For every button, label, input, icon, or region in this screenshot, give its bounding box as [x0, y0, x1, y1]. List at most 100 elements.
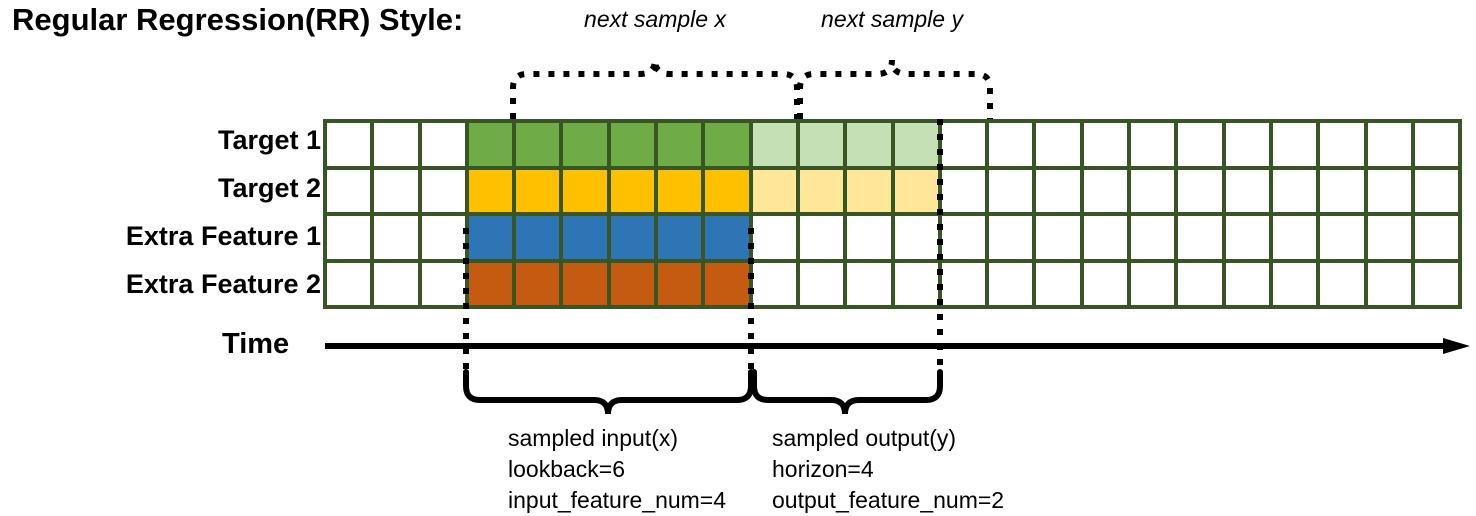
row-label-target-1: Target 1	[217, 125, 321, 155]
grid-cell-r1-c1	[374, 169, 418, 212]
sampled-output-featnum: output_feature_num=2	[772, 486, 1005, 513]
timeline-grid	[323, 119, 1462, 309]
sampled-output-annotation: sampled output(y) horizon=4 output_featu…	[772, 423, 1004, 515]
grid-cell-r0-c21	[1320, 123, 1364, 166]
grid-cell-r3-c23	[1414, 262, 1459, 305]
grid-cell-r0-c7	[658, 123, 702, 166]
grid-cell-r2-c2	[421, 216, 465, 259]
grid-row-extra-feature-2	[327, 262, 1459, 305]
grid-cell-r2-c23	[1414, 216, 1459, 259]
grid-cell-r1-c9	[752, 169, 796, 212]
grid-cell-r2-c16	[1083, 216, 1128, 259]
grid-cell-r1-c8	[705, 169, 749, 212]
grid-cell-r1-c23	[1414, 169, 1459, 212]
grid-cell-r2-c22	[1367, 216, 1411, 259]
grid-cell-r2-c9	[752, 216, 796, 259]
grid-cell-r1-c6	[610, 169, 655, 212]
grid-cell-r3-c5	[563, 262, 607, 305]
grid-cell-r2-c7	[658, 216, 702, 259]
grid-cell-r2-c18	[1178, 216, 1222, 259]
time-axis-arrow	[325, 338, 1470, 354]
grid-cell-r1-c11	[847, 169, 891, 212]
grid-cell-r0-c15	[1036, 123, 1080, 166]
grid-cell-r0-c5	[563, 123, 607, 166]
sampled-input-lookback: lookback=6	[508, 455, 625, 482]
grid-cell-r0-c10	[799, 123, 844, 166]
grid-cell-r1-c13	[941, 169, 986, 212]
grid-cell-r3-c11	[847, 262, 891, 305]
grid-cell-r1-c3	[468, 169, 513, 212]
grid-cell-r3-c6	[610, 262, 655, 305]
grid-cell-r3-c9	[752, 262, 796, 305]
sampled-input-brace	[463, 369, 754, 415]
grid-cell-r3-c2	[421, 262, 465, 305]
grid-cell-r2-c0	[327, 216, 371, 259]
grid-cell-r0-c13	[941, 123, 986, 166]
grid-cell-r1-c18	[1178, 169, 1222, 212]
grid-cell-r0-c9	[752, 123, 796, 166]
page-title: Regular Regression(RR) Style:	[12, 2, 464, 37]
grid-cell-r0-c22	[1367, 123, 1411, 166]
grid-cell-r1-c15	[1036, 169, 1080, 212]
grid-cell-r3-c7	[658, 262, 702, 305]
row-label-extra-feature-1: Extra Feature 1	[125, 221, 321, 251]
grid-cell-r0-c14	[989, 123, 1033, 166]
grid-cell-r0-c2	[421, 123, 465, 166]
grid-cell-r0-c4	[516, 123, 560, 166]
grid-cell-r0-c20	[1272, 123, 1317, 166]
grid-cell-r3-c21	[1320, 262, 1364, 305]
grid-cell-r1-c21	[1320, 169, 1364, 212]
grid-cell-r1-c17	[1131, 169, 1175, 212]
grid-cell-r2-c3	[468, 216, 513, 259]
sampled-input-featnum: input_feature_num=4	[508, 486, 727, 513]
grid-cell-r2-c10	[799, 216, 844, 259]
grid-cell-r3-c4	[516, 262, 560, 305]
time-axis-label: Time	[222, 328, 290, 360]
grid-cell-r0-c6	[610, 123, 655, 166]
next-sample-x-label: next sample x	[584, 6, 726, 32]
grid-cell-r1-c10	[799, 169, 844, 212]
grid-cell-r2-c5	[563, 216, 607, 259]
grid-cell-r1-c19	[1225, 169, 1269, 212]
grid-cell-r2-c15	[1036, 216, 1080, 259]
next-sample-y-brace	[797, 59, 993, 119]
next-sample-y-label: next sample y	[821, 6, 963, 32]
next-sample-x-brace	[510, 59, 800, 119]
grid-cell-r3-c22	[1367, 262, 1411, 305]
grid-cell-r0-c19	[1225, 123, 1269, 166]
grid-cell-r3-c19	[1225, 262, 1269, 305]
grid-cell-r0-c12	[894, 123, 938, 166]
grid-cell-r1-c4	[516, 169, 560, 212]
grid-cell-r2-c19	[1225, 216, 1269, 259]
grid-cell-r3-c1	[374, 262, 418, 305]
sampled-output-title: sampled output(y)	[772, 425, 957, 451]
grid-cell-r2-c8	[705, 216, 749, 259]
grid-cell-r3-c8	[705, 262, 749, 305]
grid-cell-r0-c18	[1178, 123, 1222, 166]
grid-cell-r0-c11	[847, 123, 891, 166]
grid-row-target-2	[327, 169, 1459, 212]
grid-cell-r0-c8	[705, 123, 749, 166]
grid-cell-r0-c16	[1083, 123, 1128, 166]
grid-cell-r1-c7	[658, 169, 702, 212]
grid-row-extra-feature-1	[327, 216, 1459, 259]
grid-cell-r3-c14	[989, 262, 1033, 305]
grid-cell-r0-c1	[374, 123, 418, 166]
grid-cell-r2-c20	[1272, 216, 1317, 259]
grid-cell-r3-c13	[941, 262, 986, 305]
grid-cell-r2-c14	[989, 216, 1033, 259]
grid-cell-r2-c17	[1131, 216, 1175, 259]
sampled-input-annotation: sampled input(x) lookback=6 input_featur…	[508, 423, 726, 515]
grid-cell-r2-c11	[847, 216, 891, 259]
grid-cell-r3-c16	[1083, 262, 1128, 305]
grid-cell-r2-c12	[894, 216, 938, 259]
grid-cell-r2-c1	[374, 216, 418, 259]
grid-cell-r3-c10	[799, 262, 844, 305]
grid-cell-r2-c4	[516, 216, 560, 259]
row-label-target-2: Target 2	[217, 173, 321, 203]
grid-cell-r1-c2	[421, 169, 465, 212]
grid-cell-r1-c16	[1083, 169, 1128, 212]
grid-cell-r0-c0	[327, 123, 371, 166]
grid-cell-r2-c6	[610, 216, 655, 259]
